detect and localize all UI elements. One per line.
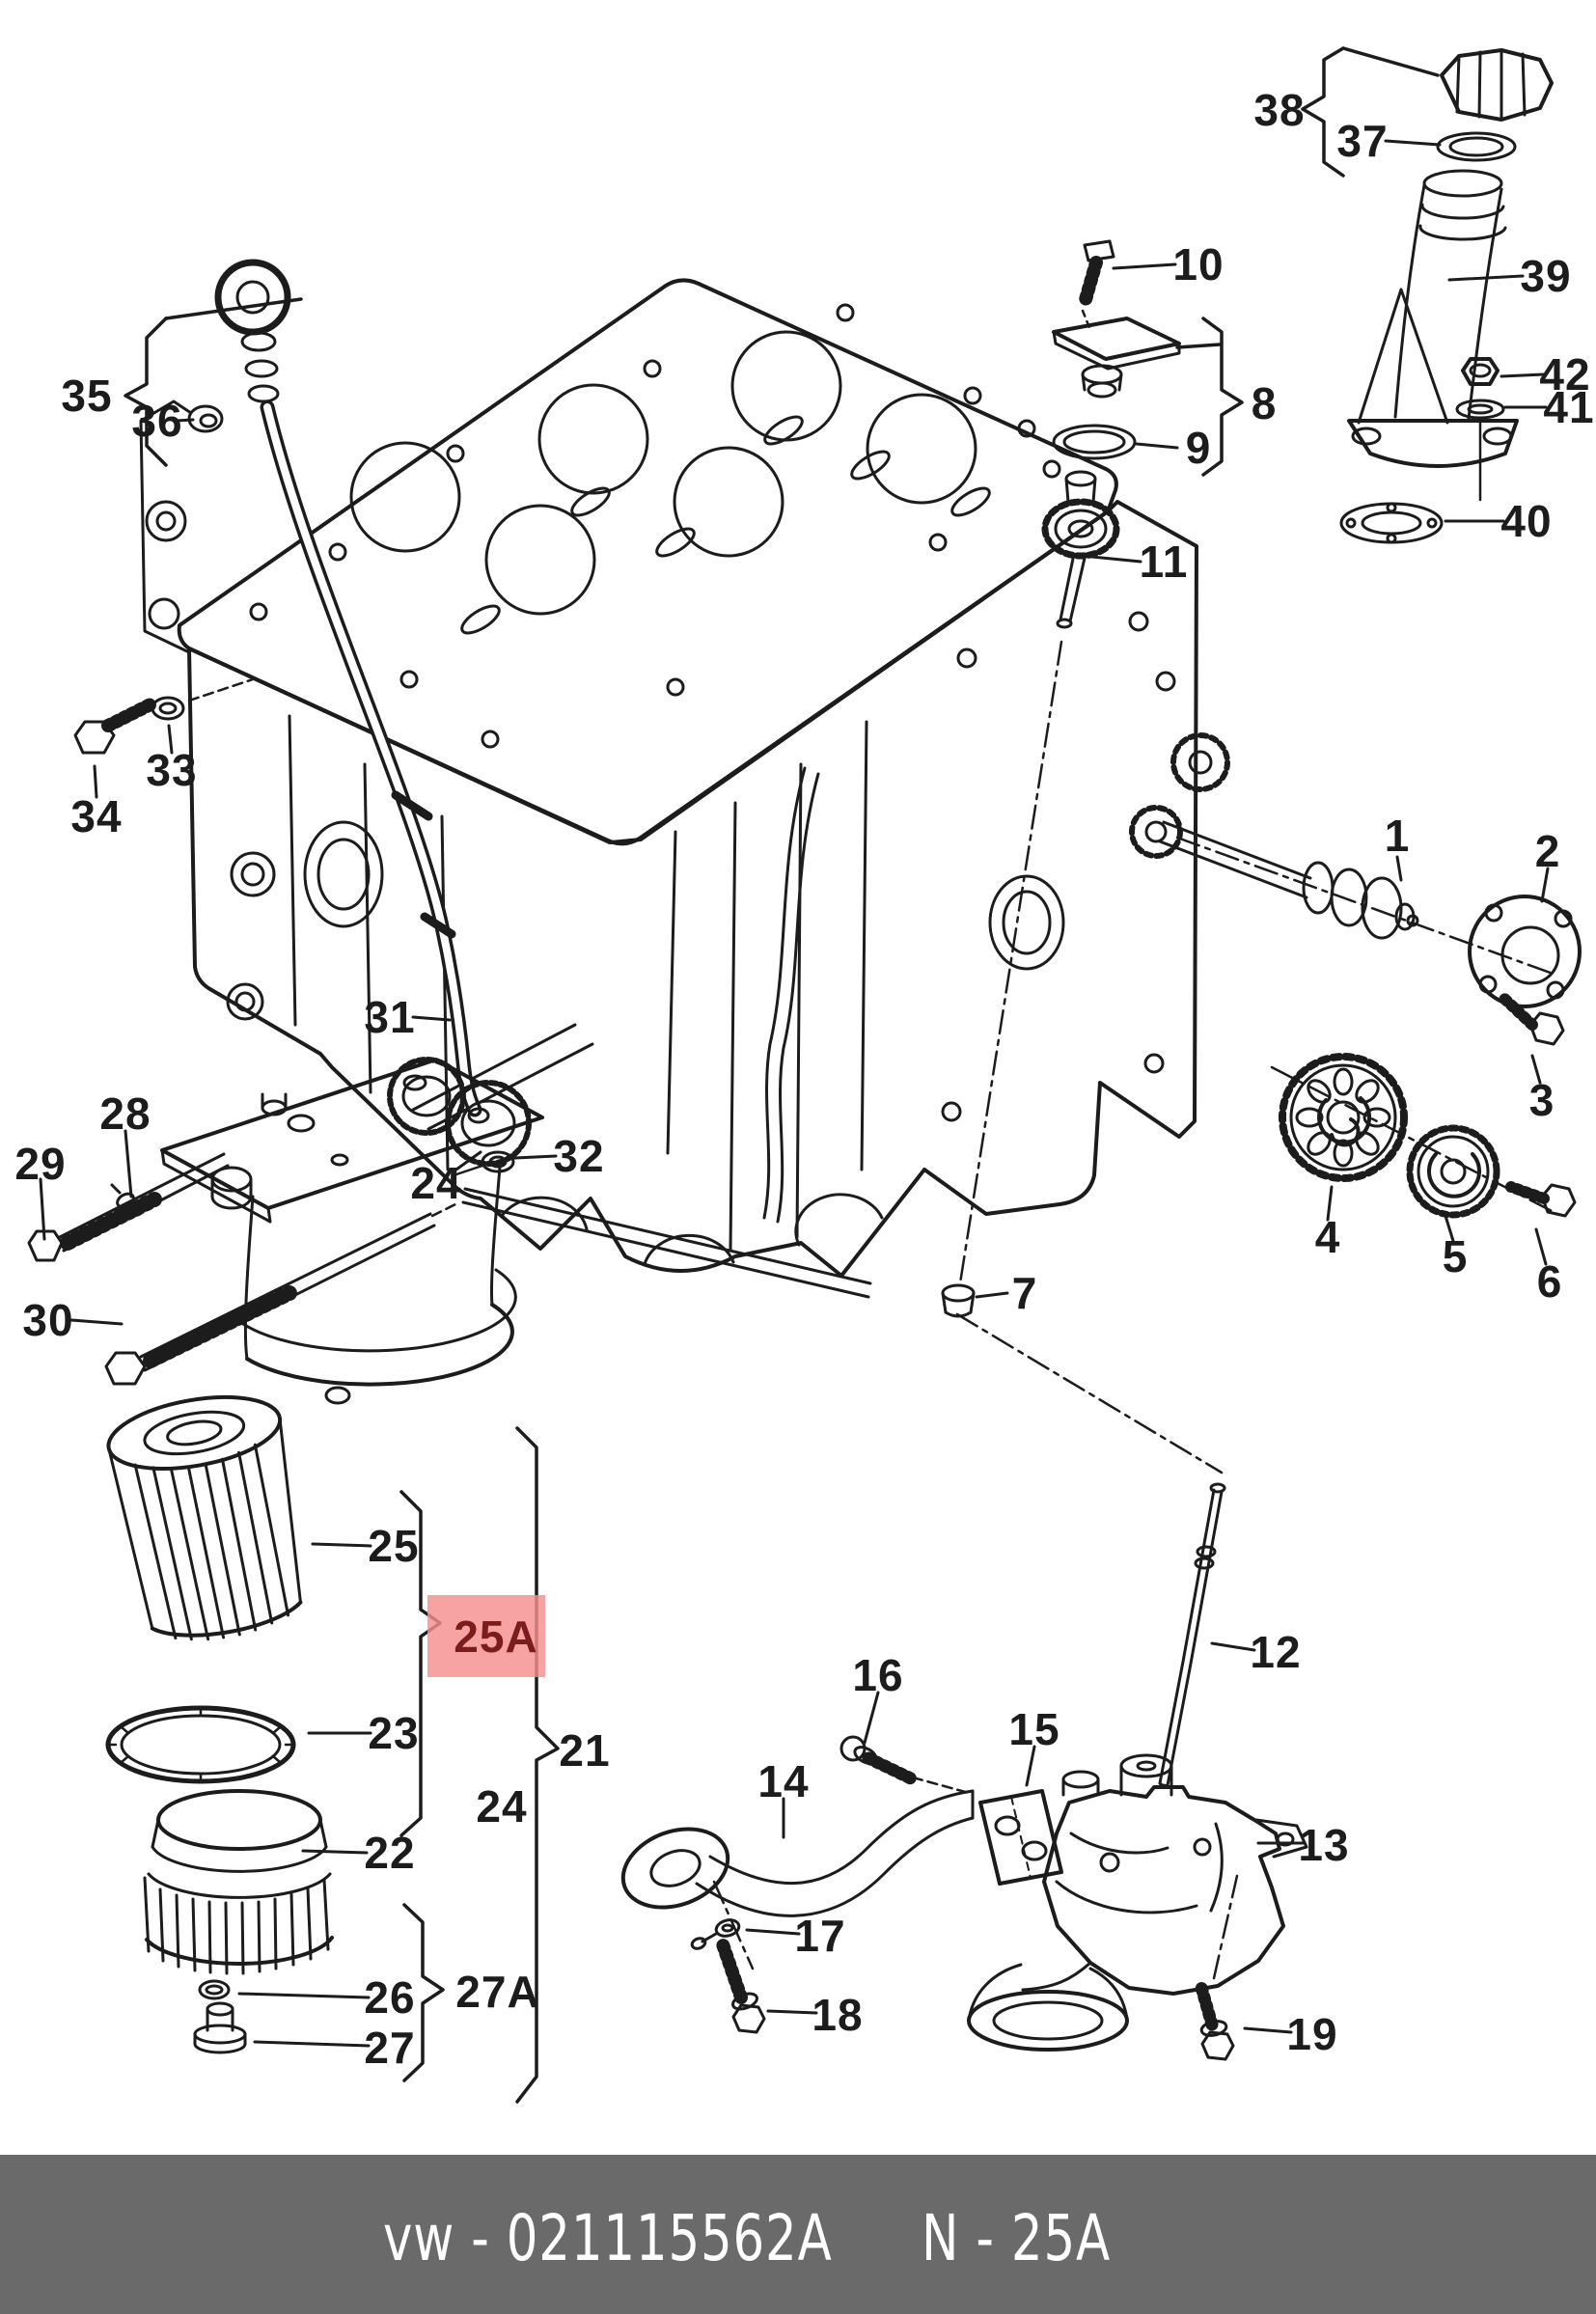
oil-filter-assembly [27, 677, 544, 1405]
part-label-15: 15 [1008, 1704, 1060, 1754]
highlight-25a-label: 25A [454, 1611, 538, 1662]
part-label-33: 33 [146, 745, 198, 795]
part-label-23: 23 [368, 1708, 420, 1758]
part-label-28: 28 [99, 1088, 151, 1139]
oil-filler-tube [1339, 48, 1554, 544]
part-label-9: 9 [1185, 423, 1212, 473]
part-label-24: 24 [410, 1158, 462, 1208]
filter-cartridge-group [105, 1394, 334, 2054]
part-label-37: 37 [1336, 116, 1389, 166]
part-label-27a: 27A [455, 1967, 540, 2017]
part-label-31: 31 [364, 992, 416, 1042]
part-label-11: 11 [1139, 537, 1189, 587]
part-label-6: 6 [1536, 1256, 1563, 1307]
head-gasket [177, 278, 1118, 846]
part-label-39: 39 [1520, 251, 1572, 301]
dipstick [187, 259, 490, 1124]
part-number-bar: vw - 021115562A N - 25A [0, 2155, 1596, 2314]
part-label-17: 17 [794, 1911, 846, 1961]
part-label-26: 26 [364, 1972, 416, 2023]
part-label-41: 41 [1543, 382, 1595, 432]
part-label-35: 35 [61, 371, 113, 421]
part-label-34: 34 [70, 791, 123, 841]
part-label-36: 36 [131, 396, 183, 446]
part-label-38: 38 [1253, 85, 1306, 135]
part-number-text: vw - 021115562A [383, 2201, 833, 2275]
part-label-32: 32 [553, 1131, 605, 1181]
core-plug [941, 1283, 976, 1318]
part-label-7: 7 [1011, 1268, 1038, 1318]
part-label-14: 14 [757, 1756, 810, 1806]
part-label-19: 19 [1286, 2009, 1338, 2059]
part-label-21: 21 [559, 1725, 611, 1776]
part-label-5: 5 [1442, 1231, 1469, 1281]
engine-block [139, 399, 1230, 1299]
part-label-42: 42 [1539, 349, 1591, 399]
part-label-13: 13 [1298, 1820, 1350, 1870]
part-label-8: 8 [1251, 378, 1278, 428]
part-label-10: 10 [1172, 239, 1225, 289]
pump-drive-shaft [1129, 805, 1582, 1046]
part-label-4: 4 [1314, 1212, 1341, 1262]
part-label-12: 12 [1250, 1627, 1302, 1677]
leader-lines [39, 139, 1550, 2048]
highlight-25a-box [427, 1595, 545, 1677]
part-label-25: 25 [368, 1521, 420, 1571]
part-label-24: 24 [476, 1781, 528, 1832]
part-label-1: 1 [1384, 811, 1411, 861]
part-label-2: 2 [1534, 826, 1561, 876]
speedo-drive-group [1041, 239, 1181, 629]
part-label-16: 16 [852, 1650, 904, 1700]
part-label-40: 40 [1500, 496, 1553, 546]
part-label-3: 3 [1528, 1075, 1555, 1125]
part-label-29: 29 [14, 1139, 67, 1189]
part-label-27: 27 [364, 2023, 416, 2073]
part-label-30: 30 [22, 1295, 74, 1345]
sprockets [1279, 1053, 1577, 1219]
center-lines [712, 640, 1559, 1980]
catalog-code-text: N - 25A [922, 2201, 1111, 2275]
oil-pump-group [620, 1482, 1308, 2061]
part-label-22: 22 [364, 1828, 416, 1878]
part-label-18: 18 [812, 1990, 864, 2040]
